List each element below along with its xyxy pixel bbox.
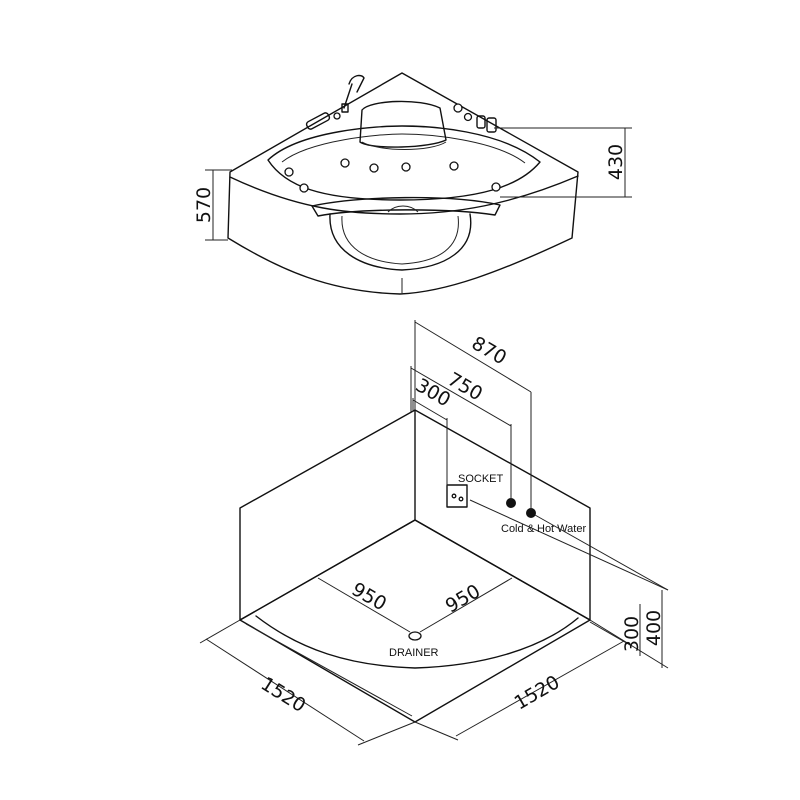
headrest-edge: [361, 141, 447, 150]
cold-water-inlet: [506, 498, 516, 508]
tub-seat: [311, 196, 501, 217]
leader-water: [534, 514, 669, 591]
shower-holder: [341, 103, 349, 113]
jet: [491, 182, 501, 192]
control-panel: [305, 112, 331, 130]
dim-870-line: [414, 321, 532, 393]
dim-1520-right-label: 1520: [511, 671, 564, 714]
jet: [284, 167, 294, 177]
dim-1520-left-label: 1520: [257, 673, 310, 717]
dim-870-label: 870: [468, 332, 510, 369]
dim-570-label: 570: [193, 187, 215, 223]
control-knob: [333, 112, 341, 120]
jet: [449, 161, 459, 171]
bathtub-perspective-view: 570 430: [193, 72, 632, 295]
drain: [408, 631, 422, 641]
tub-basin-outline: [267, 125, 541, 201]
dim-1520-right-ext2: [414, 721, 459, 741]
amp-label: &: [527, 523, 535, 535]
installation-view: SOCKET Cold & Hot Water DRAINER 950 950 …: [199, 320, 669, 746]
dim-400-ext-bottom: [589, 619, 669, 669]
dim-1520-left-ext2: [357, 721, 416, 746]
faucet-spout: [476, 115, 486, 129]
socket-pin: [451, 493, 457, 499]
cold-water-label: Cold: [501, 523, 524, 535]
dim-950-left-label: 950: [348, 578, 390, 615]
jet: [299, 183, 309, 193]
hand-shower-icon: [343, 74, 365, 109]
dim-750-line: [410, 367, 512, 427]
headrest: [359, 100, 447, 148]
floor-inner-left: [245, 623, 413, 717]
faucet-handle: [486, 117, 497, 133]
faucet-set: [453, 103, 497, 133]
dim-950-right-label: 950: [442, 580, 484, 617]
hot-water-inlet: [526, 508, 536, 518]
dim-950-right-line: [419, 577, 513, 633]
whirlpool-jets: [284, 158, 501, 193]
jet: [369, 163, 379, 173]
socket-pin: [458, 496, 464, 502]
floor-front-edge: [255, 615, 579, 669]
left-wall: [239, 409, 416, 621]
glass-window: [329, 213, 472, 271]
dim-300-line: [412, 399, 448, 421]
dim-1520-left-line: [205, 638, 365, 742]
glass-window-inner: [341, 215, 459, 265]
dim-300-right-label: 300: [621, 616, 643, 652]
tub-rim-outline: [227, 72, 579, 295]
socket-label: SOCKET: [458, 473, 504, 485]
tub-seat-notch: [387, 205, 419, 213]
tub-basin-inner-line: [281, 133, 526, 164]
hot-water-label: Hot Water: [537, 523, 586, 535]
tub-front-curve-lower: [229, 175, 579, 215]
socket-box: [446, 484, 468, 508]
drainer-label: DRAINER: [389, 647, 439, 659]
leader-socket: [469, 499, 669, 591]
faucet-knob: [463, 112, 473, 122]
dim-400-label: 400: [643, 610, 665, 646]
jet: [401, 162, 411, 172]
dim-950-left-line: [317, 577, 411, 633]
faucet-knob: [453, 103, 463, 113]
dim-430-label: 430: [605, 144, 627, 180]
jet: [340, 158, 350, 168]
dim-1520-right-line: [455, 640, 625, 737]
